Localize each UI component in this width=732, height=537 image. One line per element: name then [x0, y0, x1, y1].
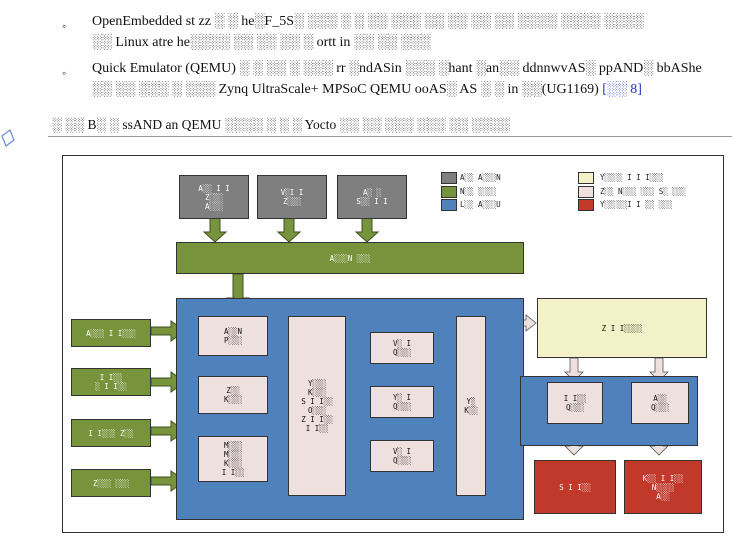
right-mid-box-2: A░░ Q░░░: [631, 382, 689, 424]
bullet-line-4-text: ░░ ░░ ░░░ ░ ░░░ Zynq UltraScale+ MPSoC Q…: [92, 82, 599, 97]
input-box-3: A░ ░ S░░ I I: [337, 175, 407, 219]
diagram-frame: [62, 155, 724, 533]
stack-box-2: Z░░ K░░░: [198, 376, 268, 414]
bullet-line-1: OpenEmbedded st zz ░ ░ he░F_5S░ ░░░ ░ ░ …: [92, 14, 644, 29]
bullet-marker: ◦: [62, 19, 67, 33]
stack-box-1: A░░N P░░░: [198, 316, 268, 356]
legend-label: Z░░ N░░░ ░░░ S░ ░░░: [600, 187, 686, 196]
stack-box-3: M░░░ M░░░ K░░░ I I░░: [198, 436, 268, 482]
tall-box: Y░░░ K░░░ S I I░░ O░░░ Z I I░░ I I░░: [288, 316, 346, 496]
output-box-2: K░░ I I░░ N░░░░ A░░: [624, 460, 702, 514]
figure-caption: ░ ░░ B░ ░ ssAND an QEMU ░░░░ ░ ░ ░ Yocto…: [52, 117, 510, 132]
left-input-1: A░░░ I I░░░: [71, 319, 151, 347]
mid-box-3: V░ I Q░░░: [370, 440, 434, 472]
left-input-4: Z░░░ ░░░: [71, 469, 151, 497]
legend-label: N░░ ░░░░: [460, 187, 497, 196]
bullet-line-3: Quick Emulator (QEMU) ░ ░ ░░ ░ ░░░ rr ░n…: [92, 61, 702, 76]
citation-link[interactable]: [░░ 8]: [602, 82, 642, 97]
legend-label: A░░ A░░░N: [460, 173, 501, 182]
annotation-star-icon[interactable]: [0, 128, 20, 150]
cream-box: Z I I░░░░: [537, 298, 707, 358]
legend-swatch-cream: [578, 172, 594, 184]
right-mid-box-1: I I░░ Q░░░: [547, 382, 603, 424]
legend-label: Y░░░░ I I I░░░: [600, 173, 664, 182]
input-box-2: V░I I Z░░░: [257, 175, 327, 219]
bullet-marker: ◦: [62, 66, 67, 80]
output-box-1: S I I░░: [534, 460, 616, 514]
left-input-2: I I░░ ░ I I░░: [71, 368, 151, 396]
legend-swatch-green: [441, 186, 457, 198]
legend-swatch-blue: [441, 199, 457, 211]
input-box-1: A░░ I I Z░░░ A░░░: [179, 175, 249, 219]
legend-label: L░░ A░░░U: [460, 200, 501, 209]
legend-label: Y░░░░░I I ░░ ░░░: [600, 200, 673, 209]
legend-swatch-pink: [578, 186, 594, 198]
bullet-line-4: ░░ ░░ ░░░ ░ ░░░ Zynq UltraScale+ MPSoC Q…: [92, 82, 642, 98]
mid-box-1: V░ I Q░░░: [370, 332, 434, 364]
left-input-3: I I░░░ Z░░: [71, 419, 151, 447]
narrow-box: Y░ K░░: [456, 316, 486, 496]
build-system-bar: A░░░N ░░░: [176, 242, 524, 274]
legend-swatch-gray: [441, 172, 457, 184]
caption-rule: [48, 136, 732, 137]
mid-box-2: Y░ I Q░░░: [370, 386, 434, 418]
bullet-line-2: ░░ Linux atre he░░░░ ░░ ░░ ░░ ░ ortt in …: [92, 35, 431, 50]
legend-swatch-red: [578, 199, 594, 211]
